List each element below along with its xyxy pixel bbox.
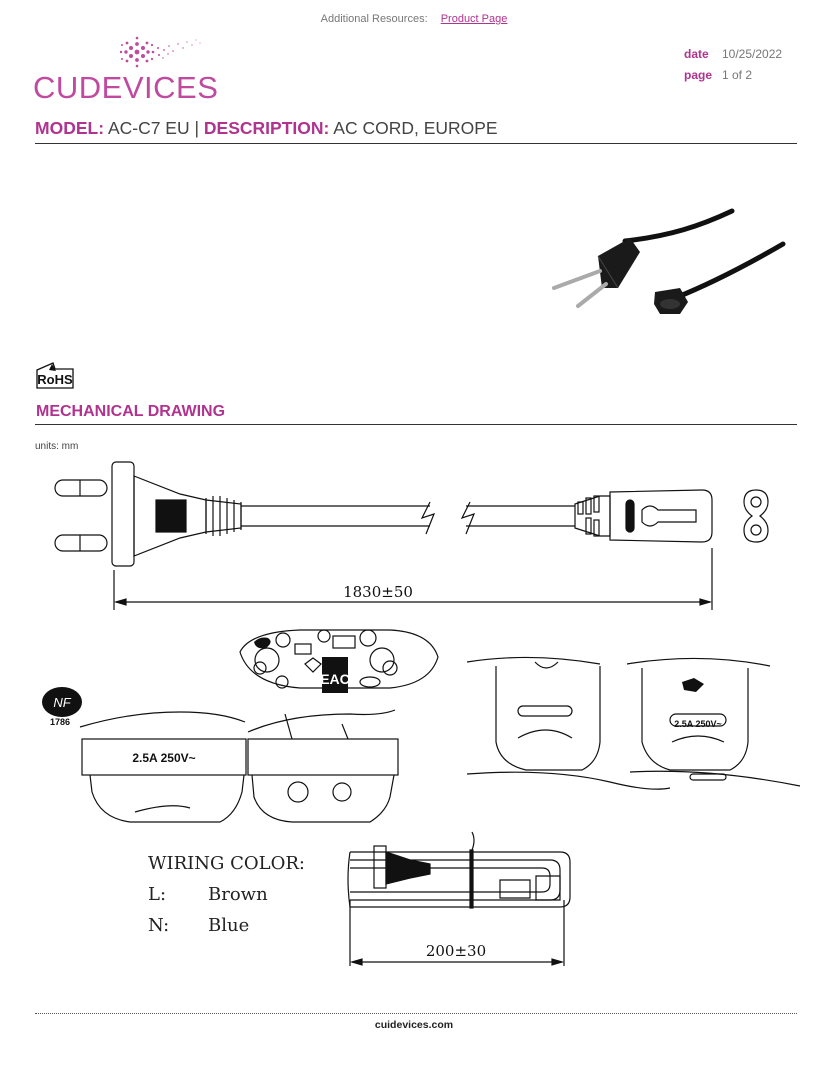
- header-divider: [35, 143, 797, 144]
- model-value: AC-C7 EU: [107, 118, 190, 138]
- wiring-neutral-value: Blue: [208, 915, 250, 936]
- description-value: AC CORD, EUROPE: [333, 118, 498, 138]
- eac-mark: EAC: [320, 671, 350, 687]
- page-label: page: [684, 68, 713, 82]
- wiring-row-line: L: Brown: [148, 879, 305, 910]
- logo-dots-icon: [119, 36, 201, 68]
- nf-badge: NF: [53, 695, 71, 710]
- footer-site: cuidevices.com: [374, 1019, 454, 1031]
- rohs-icon: RoHS: [36, 362, 74, 389]
- plug-side-view: [54, 461, 242, 567]
- product-photo: [552, 208, 786, 314]
- connector-top-view: [466, 656, 671, 790]
- resources-label: Additional Resources:: [320, 13, 428, 25]
- connector-rating-label: 2.5A 250V~: [674, 719, 721, 729]
- plug-rating-view: [79, 711, 247, 823]
- wiring-row-neutral: N: Blue: [148, 910, 305, 941]
- section-divider: [35, 424, 797, 425]
- description-key: DESCRIPTION:: [203, 118, 330, 138]
- footer-divider: [35, 1013, 797, 1014]
- coil-dimension: 200±30: [426, 942, 486, 960]
- section-title: MECHANICAL DRAWING: [36, 403, 226, 420]
- model-description-heading: MODEL: AC-C7 EU | DESCRIPTION: AC CORD, …: [35, 118, 498, 139]
- page-value: 1 of 2: [722, 68, 753, 82]
- wiring-color-table: WIRING COLOR: L: Brown N: Blue: [148, 848, 305, 941]
- plug-marking-view: [247, 709, 399, 823]
- nf-number: 1786: [50, 717, 70, 727]
- additional-resources: Additional Resources: Product Page: [0, 13, 828, 25]
- connector-rating-view: [626, 657, 801, 787]
- connector-side-view: [574, 489, 713, 543]
- date-value: 10/25/2022: [722, 47, 783, 61]
- model-key: MODEL:: [35, 118, 105, 138]
- cui-devices-logo: CUDEVICES: [33, 32, 218, 105]
- heading-separator: |: [194, 118, 200, 138]
- date-label: date: [684, 47, 709, 61]
- length-dimension: 1830±50: [343, 583, 413, 601]
- logo-devices: DEVICES: [78, 70, 219, 105]
- wiring-title: WIRING COLOR:: [148, 853, 305, 874]
- connector-end-view: [743, 489, 769, 543]
- wiring-neutral-key: N:: [148, 915, 170, 936]
- rohs-label: RoHS: [37, 372, 73, 387]
- wiring-line-value: Brown: [208, 884, 268, 905]
- product-page-link[interactable]: Product Page: [440, 13, 508, 25]
- coiled-cord-view: [347, 831, 571, 966]
- mechanical-drawing: 1830±50 EAC NF 1786 2.5A 250V~: [42, 461, 801, 966]
- wiring-line-key: L:: [148, 884, 167, 905]
- units-note: units: mm: [35, 441, 79, 452]
- rating-label: 2.5A 250V~: [132, 751, 195, 765]
- logo-cu: CU: [33, 70, 79, 105]
- logo-wordmark: CUDEVICES: [33, 70, 218, 106]
- plug-face-approvals: [239, 629, 439, 689]
